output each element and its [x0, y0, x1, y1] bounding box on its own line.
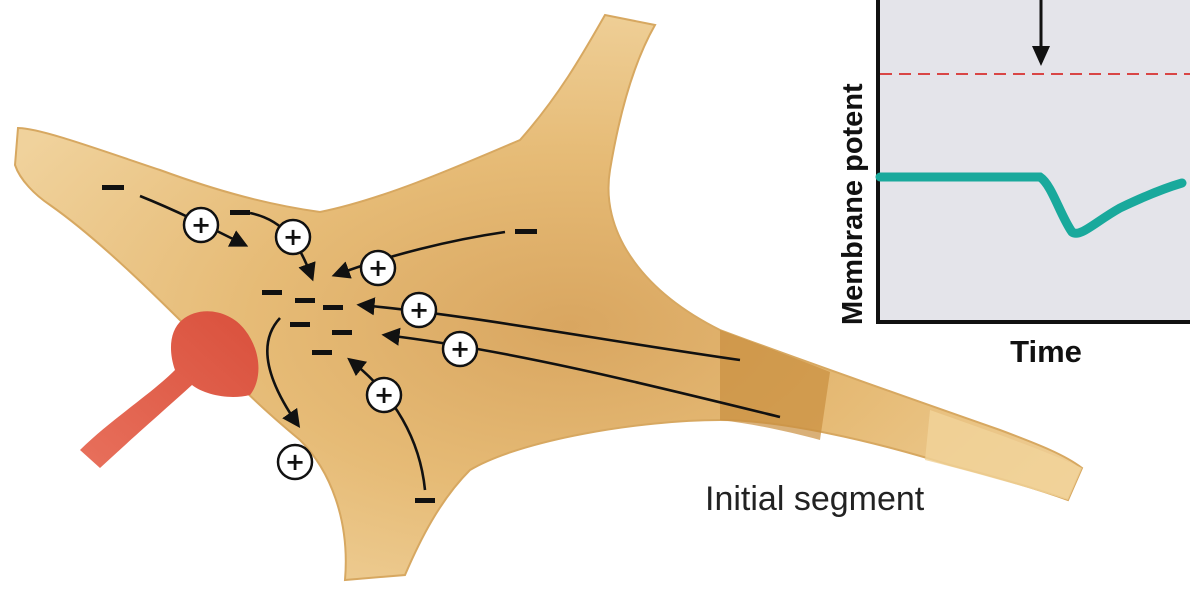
presynaptic-terminal — [80, 311, 258, 468]
minus-charge — [102, 185, 124, 190]
positive-ion: + — [402, 293, 436, 327]
minus-charge — [312, 350, 332, 355]
positive-ion: + — [276, 220, 310, 254]
minus-charge — [230, 210, 250, 215]
positive-ion: + — [184, 208, 218, 242]
minus-charge — [515, 229, 537, 234]
positive-ion: + — [367, 378, 401, 412]
minus-charge — [290, 322, 310, 327]
positive-ion-symbol: + — [374, 381, 394, 409]
initial-segment-caption: Initial segment — [705, 480, 925, 518]
graph-x-axis-label: Time — [1010, 334, 1082, 369]
positive-ion-symbol: + — [191, 211, 211, 239]
positive-ion-symbol: + — [409, 296, 429, 324]
minus-charge — [332, 330, 352, 335]
positive-ion-symbol: + — [285, 448, 305, 476]
graph-y-axis-label: Membrane potent — [837, 83, 869, 325]
positive-ion: + — [443, 332, 477, 366]
positive-ion-symbol: + — [283, 223, 303, 251]
positive-ion-symbol: + — [368, 254, 388, 282]
positive-ion-symbol: + — [450, 335, 470, 363]
positive-ion: + — [361, 251, 395, 285]
axon-initial-segment — [720, 330, 830, 440]
minus-charge — [295, 298, 315, 303]
minus-charge — [323, 305, 343, 310]
positive-ion: + — [278, 445, 312, 479]
minus-charge — [415, 498, 435, 503]
minus-charge — [262, 290, 282, 295]
membrane-potential-graph: Membrane potent Time — [837, 0, 1190, 369]
